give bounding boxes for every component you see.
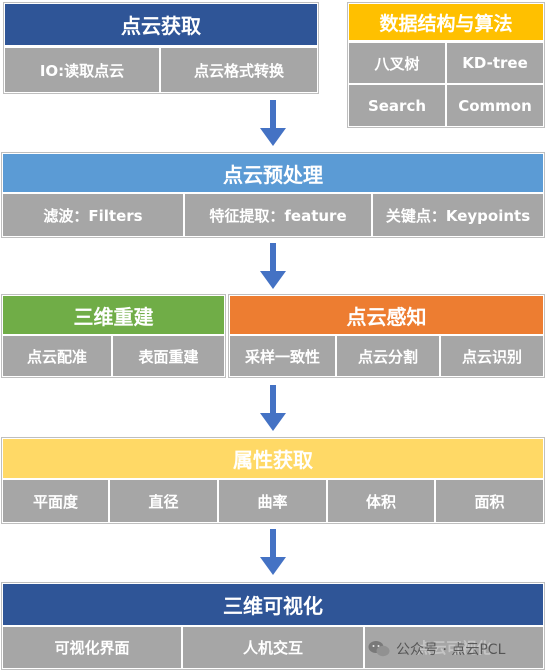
attributes-item-diameter: 直径 — [109, 479, 218, 523]
datastruct-item-kdtree: KD-tree — [446, 42, 544, 84]
wechat-icon — [368, 641, 390, 657]
attributes-item-flatness: 平面度 — [2, 479, 109, 523]
acquisition-item-format-convert: 点云格式转换 — [160, 47, 318, 93]
reconstruction-item-surface: 表面重建 — [112, 335, 225, 377]
arrow-down-icon — [260, 385, 286, 431]
preprocess-item-keypoints: 关键点：Keypoints — [372, 193, 544, 237]
perception-frame — [228, 294, 545, 378]
reconstruction-frame — [1, 294, 226, 378]
arrow-down-icon — [260, 100, 286, 146]
attributes-item-area: 面积 — [435, 479, 544, 523]
watermark-text: 公众号 · 点云PCL — [396, 642, 506, 658]
preprocess-title: 点云预处理 — [2, 153, 544, 193]
datastruct-item-search: Search — [348, 84, 446, 127]
datastruct-title: 数据结构与算法 — [348, 3, 544, 41]
preprocess-frame — [1, 152, 545, 238]
attributes-title: 属性获取 — [2, 438, 544, 479]
preprocess-item-feature: 特征提取：feature — [184, 193, 372, 237]
datastruct-item-octree: 八叉树 — [348, 42, 446, 84]
visualization-title: 三维可视化 — [2, 583, 544, 626]
perception-title: 点云感知 — [229, 295, 544, 335]
datastruct-item-common: Common — [446, 84, 544, 127]
reconstruction-item-registration: 点云配准 — [2, 335, 112, 377]
visualization-item-render: 点云可视化 — [364, 626, 544, 669]
visualization-frame — [1, 582, 545, 670]
attributes-item-volume: 体积 — [327, 479, 435, 523]
visualization-item-ui: 可视化界面 — [2, 626, 182, 669]
perception-item-sac: 采样一致性 — [229, 335, 336, 377]
datastruct-frame — [347, 2, 545, 128]
attributes-frame — [1, 437, 545, 524]
preprocess-item-filters: 滤波：Filters — [2, 193, 184, 237]
watermark: 公众号 · 点云PCL — [368, 636, 505, 662]
acquisition-title: 点云获取 — [4, 3, 318, 46]
perception-item-recognition: 点云识别 — [440, 335, 544, 377]
perception-item-segmentation: 点云分割 — [336, 335, 440, 377]
arrow-down-icon — [260, 529, 286, 575]
arrow-down-icon — [260, 243, 286, 289]
attributes-item-curvature: 曲率 — [218, 479, 327, 523]
visualization-item-hci: 人机交互 — [182, 626, 364, 669]
acquisition-frame — [3, 2, 319, 94]
reconstruction-title: 三维重建 — [2, 295, 225, 335]
acquisition-item-io: IO:读取点云 — [4, 47, 160, 93]
